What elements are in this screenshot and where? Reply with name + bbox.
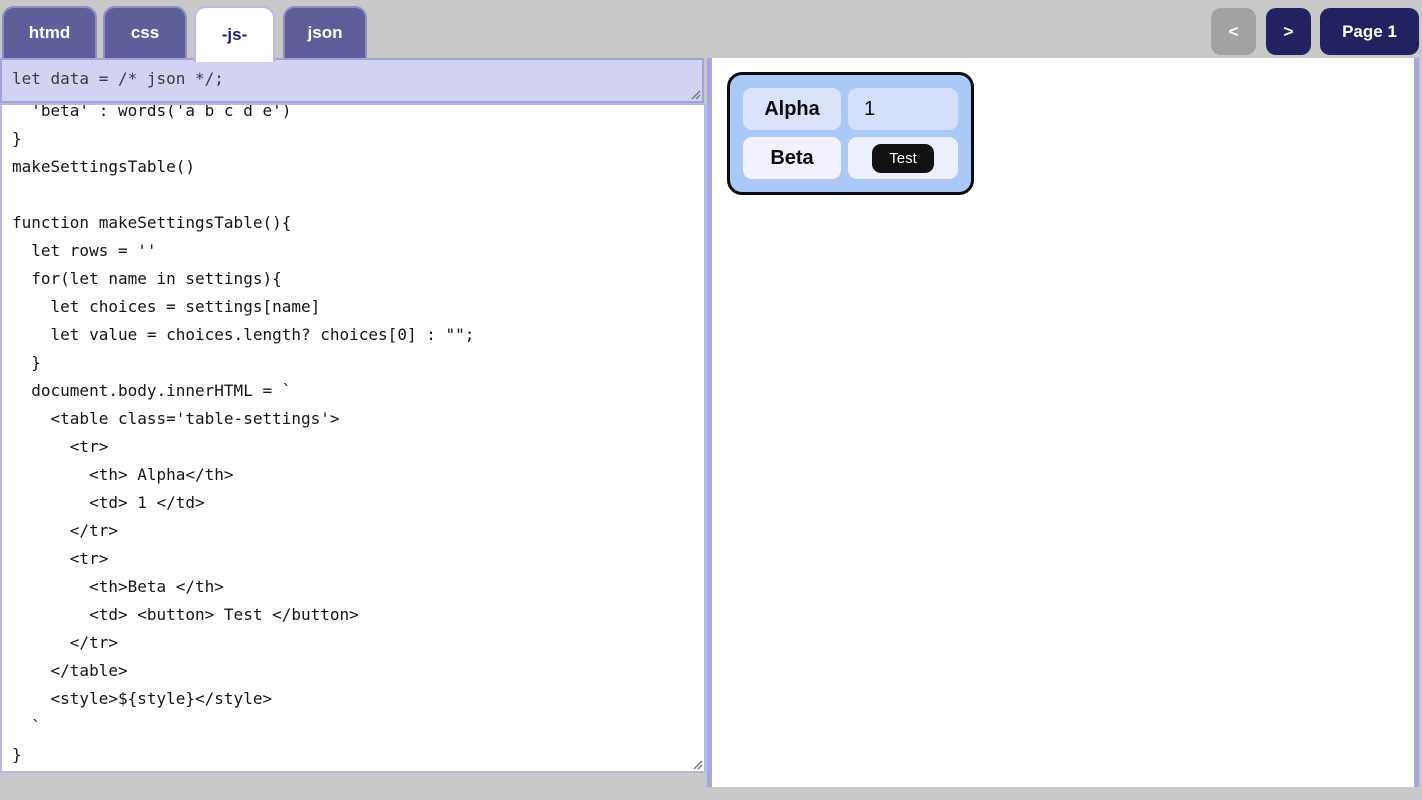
tab-json[interactable]: json bbox=[283, 6, 367, 58]
tab-htmd[interactable]: htmd bbox=[2, 6, 97, 58]
data-editor-textarea[interactable]: let data = /* json */; bbox=[0, 58, 704, 103]
page-indicator-button[interactable]: Page 1 bbox=[1320, 8, 1419, 55]
js-editor-wrap: 'beta' : words('a b c d e') } makeSettin… bbox=[0, 103, 706, 773]
settings-table: Alpha 1 Beta Test bbox=[727, 72, 974, 195]
table-header-alpha: Alpha bbox=[743, 88, 841, 130]
tab-js[interactable]: -js- bbox=[194, 6, 275, 62]
resize-grip-icon[interactable] bbox=[689, 88, 701, 100]
test-button[interactable]: Test bbox=[872, 143, 934, 173]
tab-css[interactable]: css bbox=[103, 6, 187, 58]
prev-page-button[interactable]: < bbox=[1211, 8, 1256, 55]
js-editor-textarea[interactable]: 'beta' : words('a b c d e') } makeSettin… bbox=[0, 103, 706, 773]
resize-grip-icon[interactable] bbox=[691, 758, 703, 770]
table-cell-beta: Test bbox=[848, 137, 958, 179]
next-page-button[interactable]: > bbox=[1266, 8, 1311, 55]
data-editor-wrap: let data = /* json */; bbox=[0, 58, 704, 103]
table-cell-alpha-value: 1 bbox=[848, 88, 958, 130]
table-header-beta: Beta bbox=[743, 137, 841, 179]
preview-pane: Alpha 1 Beta Test bbox=[707, 58, 1419, 787]
